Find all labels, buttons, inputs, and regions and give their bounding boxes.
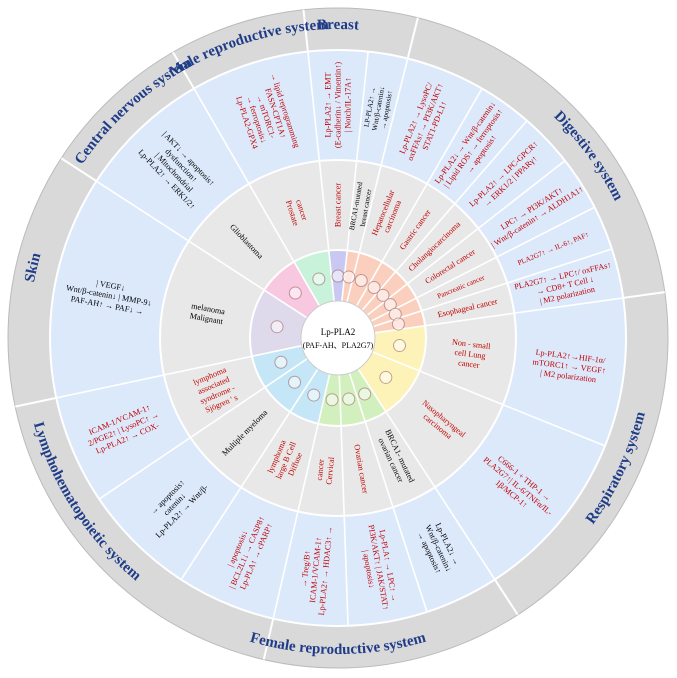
mechanism-label-line: (E-cadherin↓ / Vimentin↑) — [334, 62, 343, 148]
disease-label-line: cell Lung — [454, 348, 486, 361]
mechanism-label: Lp-PLA2↑ → EMT(E-cadherin↓ / Vimentin↑)|… — [324, 62, 353, 148]
sector-divider — [338, 374, 349, 626]
organ-icon — [391, 317, 405, 331]
disease-label-line: Breast cancer — [334, 183, 343, 228]
inner-ring-border — [249, 249, 427, 427]
sector-divider — [366, 160, 566, 316]
sector-divider — [98, 358, 308, 500]
sector-divider — [361, 120, 528, 311]
sector-divider — [346, 58, 409, 303]
organ-icon — [354, 274, 368, 288]
system-divider — [494, 578, 519, 616]
center-circle — [300, 300, 376, 376]
center-title: Lp-PLA2 — [321, 327, 356, 337]
organ-icon — [393, 339, 407, 353]
disease-label-line: Cervical — [324, 456, 336, 485]
system-divider — [60, 157, 98, 182]
sector-divider — [272, 373, 331, 619]
sector-divider — [56, 344, 302, 399]
system-divider — [172, 51, 195, 90]
system-label: Skin — [22, 251, 44, 284]
sector-divider — [370, 206, 595, 322]
organ-icon — [342, 270, 356, 284]
mechanism-label-line: → Treg/B↑ — [299, 550, 312, 588]
organ-icons — [270, 269, 407, 407]
mechanism-label-line: Lp-PLA2↑ → EMT — [324, 72, 333, 137]
sector-divider — [372, 248, 613, 328]
organ-icon — [307, 388, 321, 402]
sector-divider — [374, 297, 624, 334]
sector-divider — [357, 368, 496, 580]
system-divider — [302, 9, 309, 52]
system-divider — [262, 618, 275, 660]
disease-label-line: cancer — [458, 358, 481, 370]
sector-dividers — [15, 9, 665, 660]
disease-label-line: cancer — [315, 459, 326, 481]
organ-icon — [274, 355, 288, 369]
organ-icon — [312, 272, 326, 286]
sector-divider — [341, 51, 369, 302]
organ-icon — [270, 320, 284, 334]
sector-divider — [180, 368, 319, 580]
sector-divider — [348, 372, 428, 613]
system-divider — [623, 291, 665, 299]
organ-icon — [367, 281, 381, 295]
disease-label: Breast cancer — [334, 183, 343, 228]
organ-icon — [331, 269, 345, 283]
sector-divider — [96, 180, 308, 319]
organ-icon — [325, 393, 339, 407]
center-subtitle: (PAF-AH、PLA2G7) — [303, 341, 374, 350]
mechanism-label-line: | Notch/IL-17A↑ — [344, 78, 353, 133]
organ-icon — [342, 392, 356, 406]
system-divider — [406, 17, 419, 59]
organ-icon — [288, 375, 302, 389]
organ-icon — [358, 387, 372, 401]
system-label: Breast — [317, 17, 360, 34]
sector-divider — [193, 88, 321, 307]
organ-icon — [288, 286, 302, 300]
organ-icon — [379, 370, 393, 384]
organ-icon — [376, 288, 390, 302]
sector-divider — [355, 88, 483, 307]
center-hub: Lp-PLA2 (PAF-AH、PLA2G7) — [300, 300, 376, 376]
sector-divider — [307, 51, 335, 302]
system-divider — [15, 396, 57, 408]
sector-divider — [372, 351, 606, 447]
